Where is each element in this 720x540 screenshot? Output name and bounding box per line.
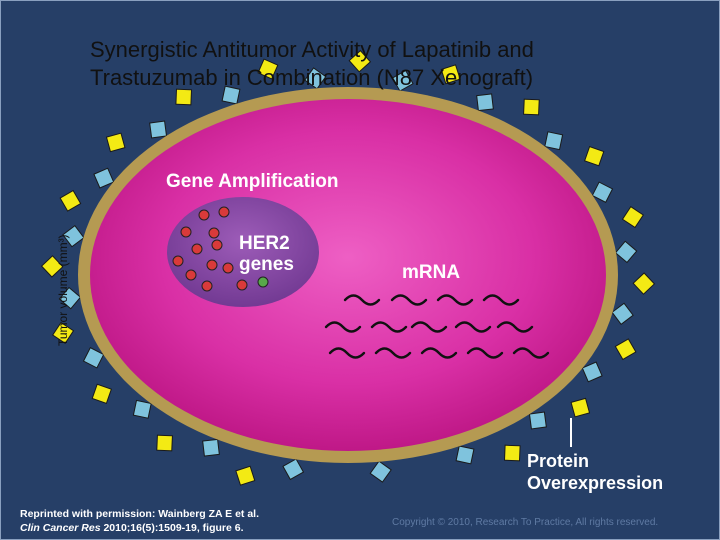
mrna-strand [374, 347, 412, 359]
mrna-strand [454, 321, 492, 333]
mrna-strand [496, 321, 534, 333]
mrna-label: mRNA [402, 262, 460, 283]
citation-line-2: Clin Cancer Res 2010;16(5):1509-19, figu… [20, 521, 259, 535]
gene-amplification-label: Gene Amplification [166, 171, 338, 192]
mrna-strand [436, 294, 474, 306]
copyright-notice: Copyright © 2010, Research To Practice, … [392, 517, 659, 528]
mrna-strand [410, 321, 448, 333]
receptor-blue [455, 445, 475, 465]
receptor-blue [611, 302, 634, 326]
mrna-strand [482, 294, 520, 306]
receptor-yellow [175, 88, 193, 106]
cell-body [90, 99, 606, 451]
mrna-strand [512, 347, 550, 359]
mrna-strand [343, 294, 381, 306]
citation-journal: Clin Cancer Res [20, 522, 101, 534]
receptor-yellow [348, 49, 372, 73]
title-line-2: Trastuzumab in Combination (N87 Xenograf… [90, 65, 534, 90]
overexpression-label: Overexpression [527, 473, 663, 493]
her2-gene-dots [172, 206, 269, 292]
receptor-yellow [584, 146, 605, 167]
receptor-yellow [40, 255, 64, 278]
receptor-blue [93, 167, 115, 189]
gene-dot [218, 206, 230, 218]
receptor-yellow [621, 206, 644, 229]
mrna-strand [328, 347, 366, 359]
y-axis-label: Tumor volume (mm³) [56, 234, 70, 346]
nucleus [167, 197, 319, 307]
receptor-yellow [257, 58, 279, 80]
receptor-yellow [235, 465, 256, 486]
receptor-yellow [523, 98, 540, 116]
title-line-1: Synergistic Antitumor Activity of Lapati… [90, 37, 534, 62]
receptor-yellow [570, 397, 591, 418]
receptor-blue [391, 69, 414, 92]
receptor-blue [304, 67, 327, 90]
receptor-yellow [52, 321, 75, 344]
protein-label: Protein [527, 451, 589, 471]
receptor-blue [221, 85, 241, 105]
gene-dot [172, 255, 184, 267]
gene-dot [236, 279, 248, 291]
receptor-blue [369, 460, 392, 483]
gene-dot [222, 262, 234, 274]
mrna-strand [466, 347, 504, 359]
receptor-blue [476, 93, 494, 112]
receptor-yellow [91, 383, 112, 404]
receptor-blue [202, 438, 220, 457]
receptor-yellow [440, 64, 461, 85]
receptor-blue [544, 131, 564, 151]
mrna-strands [324, 294, 550, 359]
receptor-blue [58, 286, 82, 310]
her2-label: HER2 [239, 233, 290, 254]
receptor-blue [62, 224, 85, 248]
citation: Reprinted with permission: Wainberg ZA E… [20, 507, 259, 535]
mrna-strand [324, 321, 362, 333]
citation-line-1: Reprinted with permission: Wainberg ZA E… [20, 508, 259, 520]
gene-dot [180, 226, 192, 238]
receptor-yellow [105, 132, 126, 153]
receptor-blue [149, 120, 168, 139]
mrna-strand [390, 294, 428, 306]
gene-dot [211, 239, 223, 251]
receptor-blue [132, 399, 152, 419]
gene-dot [257, 276, 269, 288]
receptor-yellow [632, 272, 656, 295]
genes-label: genes [239, 254, 294, 275]
receptor-yellow [59, 189, 82, 212]
receptor-blue [82, 347, 105, 369]
mrna-strand [370, 321, 408, 333]
receptor-yellow [614, 338, 637, 361]
gene-dot [191, 243, 203, 255]
gene-dot [206, 259, 218, 271]
receptor-blue [591, 181, 614, 203]
receptor-yellow [156, 434, 173, 452]
receptor-blue [581, 361, 603, 383]
receptor-blue [528, 411, 547, 430]
gene-dot [201, 280, 213, 292]
receptor-blue [614, 240, 638, 264]
citation-details: 2010;16(5):1509-19, figure 6. [100, 522, 244, 534]
receptor-layer [40, 49, 656, 486]
slide-title: Synergistic Antitumor Activity of Lapati… [90, 36, 690, 92]
receptor-yellow [503, 444, 521, 462]
gene-dot [198, 209, 210, 221]
receptor-blue [282, 458, 305, 481]
gene-dot [185, 269, 197, 281]
gene-dot [208, 227, 220, 239]
mrna-strand [420, 347, 458, 359]
